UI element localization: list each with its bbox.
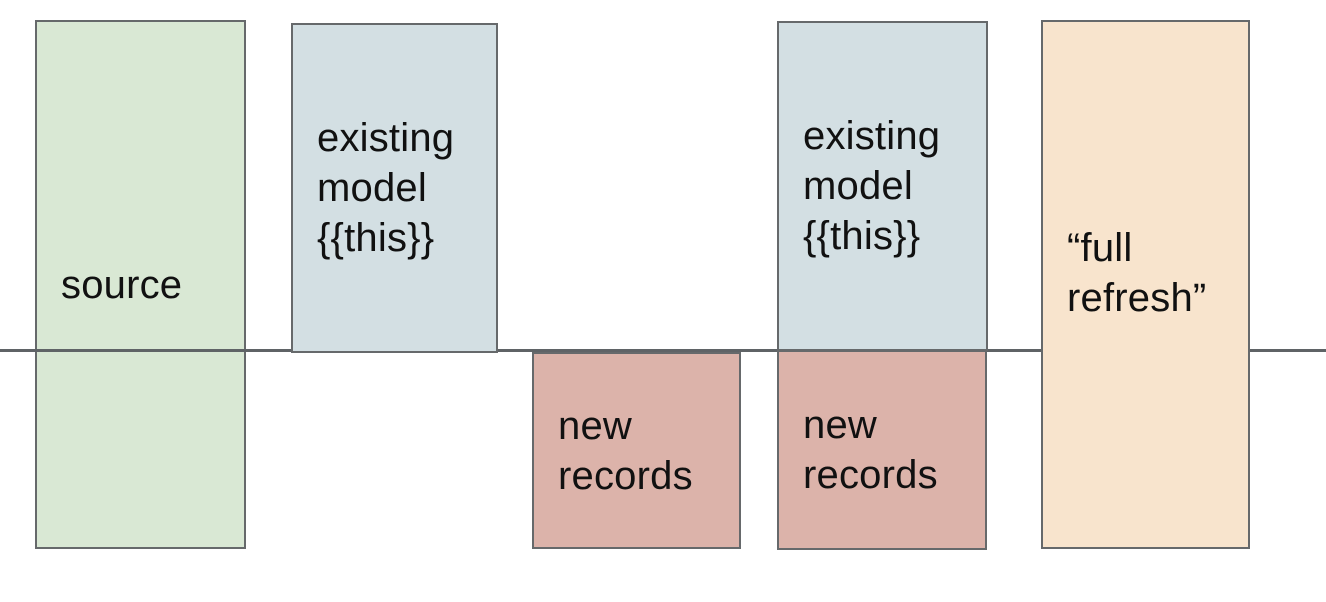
- full-refresh-label-line1: “full: [1067, 225, 1133, 270]
- source-label: source: [61, 262, 183, 307]
- new-records-label-line2: records: [803, 453, 938, 497]
- new-records-box-2: new records: [777, 350, 987, 550]
- new-records-label-line1: new: [558, 403, 632, 448]
- baseline-divider: [0, 349, 1326, 352]
- existing-model-box-1: existing model {{this}}: [291, 23, 498, 353]
- existing-model-label-line2: model: [317, 166, 427, 210]
- existing-model-label-line3: {{this}}: [803, 214, 921, 258]
- new-records-label-line1: new: [803, 403, 877, 447]
- new-records-box-1: new records: [532, 352, 741, 549]
- existing-model-label-line2: model: [803, 164, 913, 208]
- existing-model-label-line1: existing: [317, 116, 455, 160]
- new-records-label-line2: records: [558, 453, 693, 498]
- full-refresh-box: “full refresh”: [1041, 20, 1250, 549]
- existing-model-label-line1: existing: [803, 114, 941, 158]
- existing-model-box-2: existing model {{this}}: [777, 21, 988, 351]
- source-box: source: [35, 20, 246, 549]
- existing-model-label-line3: {{this}}: [317, 216, 435, 260]
- full-refresh-label-line2: refresh”: [1067, 275, 1207, 320]
